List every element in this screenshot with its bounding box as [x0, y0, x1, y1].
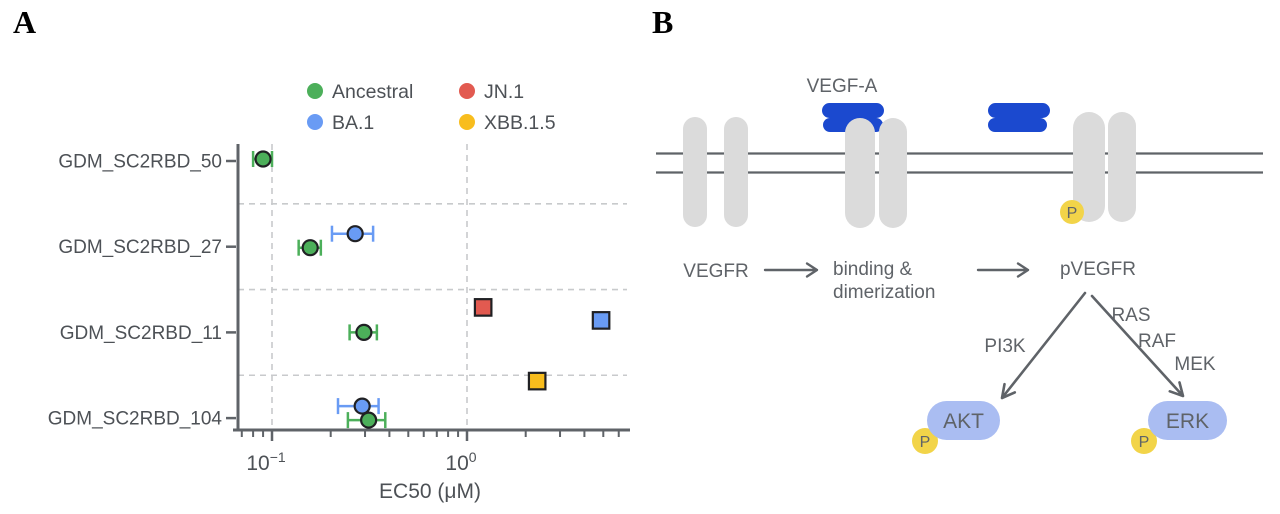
binding-label-line2: dimerization	[833, 282, 935, 303]
mek-label: MEK	[1174, 354, 1216, 375]
panel-b-label: B	[652, 4, 674, 40]
ras-label: RAS	[1111, 305, 1150, 326]
category-label: GDM_SC2RBD_11	[60, 323, 222, 344]
category-label: GDM_SC2RBD_50	[58, 152, 222, 173]
data-point-circle	[353, 397, 371, 415]
erk-label: ERK	[1166, 410, 1209, 433]
data-point-circle	[360, 411, 378, 429]
x-tick-label: 10−1	[246, 449, 286, 475]
data-point-circle	[254, 150, 272, 168]
x-axis-label: EC50 (μM)	[379, 480, 481, 503]
data-point-circle	[301, 239, 319, 257]
phospho-badge	[1060, 200, 1084, 224]
arrow-right-icon	[976, 262, 1030, 278]
legend-swatch	[459, 83, 475, 99]
data-point-square	[527, 371, 547, 391]
x-tick-label: 100	[445, 449, 476, 475]
category-label: GDM_SC2RBD_27	[58, 237, 222, 258]
receptor-pill	[724, 117, 748, 227]
vegfa-label: VEGF-A	[807, 76, 878, 97]
pvegfr-label: pVEGFR	[1060, 259, 1136, 280]
data-point-circle	[355, 323, 373, 341]
phospho-p: P	[1139, 434, 1150, 451]
vegf-ligand	[988, 103, 1050, 118]
legend-swatch	[459, 114, 475, 130]
category-label: GDM_SC2RBD_104	[48, 409, 223, 430]
phospho-badge	[912, 428, 938, 454]
pi3k-label: PI3K	[984, 336, 1026, 357]
data-point-square	[473, 298, 493, 317]
vegf-pathway-diagram: VEGF-A P VEGFR binding & dimerization pV…	[656, 76, 1263, 454]
legend-swatch	[307, 114, 323, 130]
akt-label: AKT	[943, 410, 984, 433]
arrow-to-erk-icon	[1090, 294, 1185, 398]
binding-label-line1: binding &	[833, 259, 913, 280]
vegfr-label: VEGFR	[683, 261, 748, 282]
legend-label: JN.1	[484, 81, 524, 103]
akt-node-pill	[927, 401, 1000, 440]
legend-label: XBB.1.5	[484, 112, 556, 134]
receptor-pill	[1108, 112, 1136, 222]
phospho-p: P	[1067, 205, 1078, 222]
ec50-chart: GDM_SC2RBD_50GDM_SC2RBD_27GDM_SC2RBD_11G…	[48, 81, 630, 503]
vegf-ligand	[822, 103, 884, 118]
legend-swatch	[307, 83, 323, 99]
legend-label: Ancestral	[332, 81, 413, 103]
raf-label: RAF	[1138, 331, 1176, 352]
receptor-pill	[879, 118, 907, 228]
phospho-p: P	[920, 434, 931, 451]
erk-node-pill	[1148, 401, 1227, 440]
arrow-to-akt-icon	[1000, 291, 1087, 400]
receptor-pill	[683, 117, 707, 227]
legend-label: BA.1	[332, 112, 374, 134]
data-point-square	[591, 311, 611, 330]
data-point-circle	[346, 225, 364, 243]
arrow-right-icon	[763, 262, 819, 278]
panel-a-label: A	[13, 4, 37, 40]
receptor-pill	[1073, 112, 1105, 222]
vegf-ligand	[988, 118, 1047, 132]
receptor-pill	[845, 118, 875, 228]
phospho-badge	[1131, 428, 1157, 454]
